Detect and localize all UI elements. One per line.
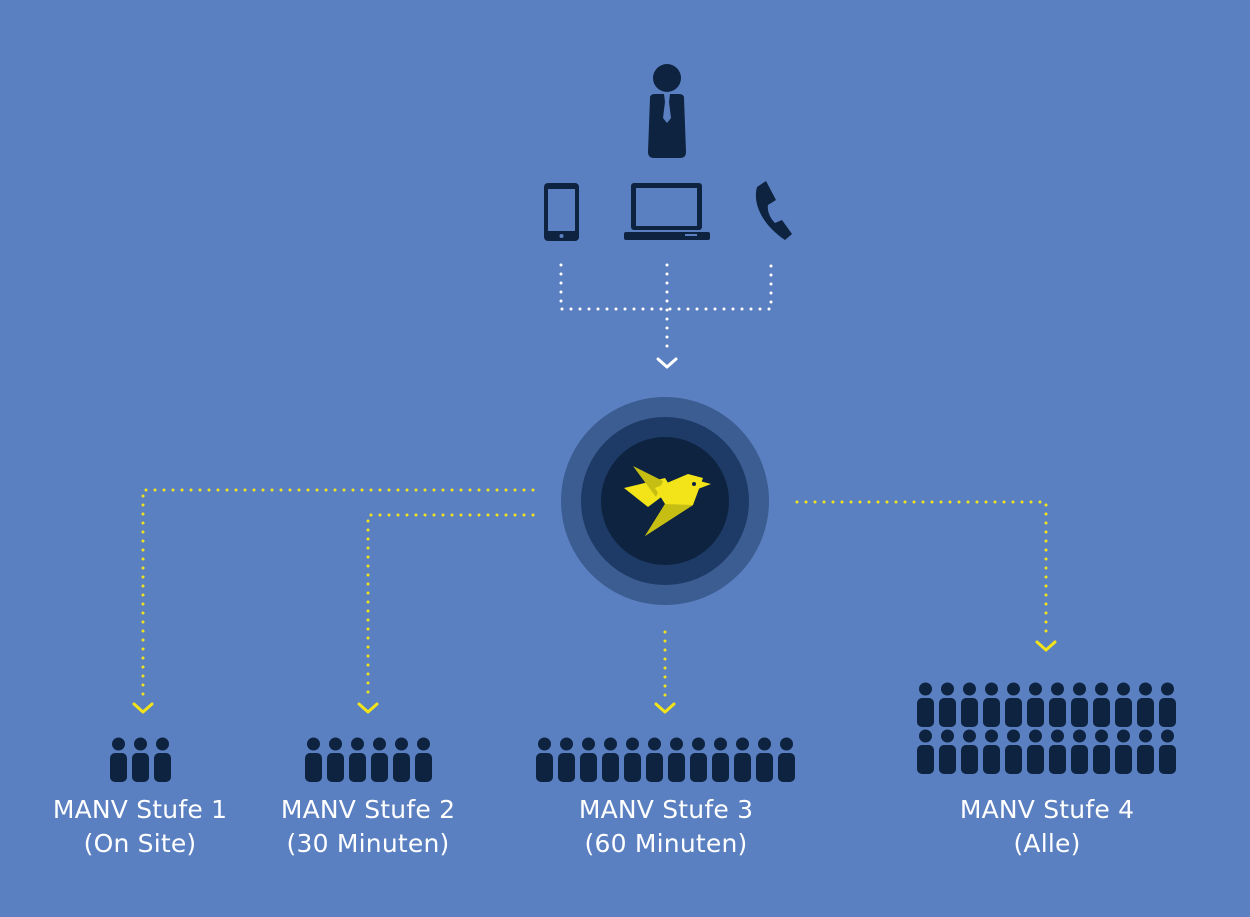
group-label-4: MANV Stufe 4 (Alle) (917, 793, 1177, 861)
person-figure (1049, 729, 1066, 774)
person-figure (132, 737, 149, 782)
input-connector (559, 263, 773, 354)
person-figure (778, 737, 795, 782)
output-connectors (141, 488, 1048, 700)
person-figure (939, 729, 956, 774)
person-figure (1093, 682, 1110, 727)
person-figure (1159, 682, 1176, 727)
person-figure (393, 737, 410, 782)
person-figure (1027, 729, 1044, 774)
person-figure (756, 737, 773, 782)
person-figure (712, 737, 729, 782)
person-figure (646, 737, 663, 782)
person-figure (305, 737, 322, 782)
group-label-3: MANV Stufe 3 (60 Minuten) (536, 793, 796, 861)
group-title: MANV Stufe 2 (280, 795, 456, 824)
output-arrowheads (132, 640, 1057, 714)
person-figure (734, 737, 751, 782)
group-label-2: MANV Stufe 2 (30 Minuten) (238, 793, 498, 861)
person-figure (1115, 682, 1132, 727)
group-title: MANV Stufe 1 (52, 795, 228, 824)
group-subtitle: (30 Minuten) (286, 829, 450, 858)
person-figure (1049, 682, 1066, 727)
people-group-icon (110, 737, 171, 782)
person-figure (1071, 729, 1088, 774)
person-figure (917, 682, 934, 727)
person-figure (1071, 682, 1088, 727)
person-figure (1005, 729, 1022, 774)
person-figure (415, 737, 432, 782)
input-arrowhead (656, 357, 678, 369)
person-figure (917, 729, 934, 774)
group-label-1: MANV Stufe 1 (On Site) (10, 793, 270, 861)
person-figure (154, 737, 171, 782)
person-figure (580, 737, 597, 782)
laptop-icon (624, 183, 710, 240)
person-figure (1027, 682, 1044, 727)
person-figure (939, 682, 956, 727)
person-figure (668, 737, 685, 782)
person-figure (602, 737, 619, 782)
person-figure (961, 682, 978, 727)
group-subtitle: (60 Minuten) (584, 829, 748, 858)
smartphone-icon (544, 183, 579, 241)
person-figure (110, 737, 127, 782)
phone-handset-icon (755, 181, 792, 240)
person-figure (1005, 682, 1022, 727)
person-figure (371, 737, 388, 782)
bird-logo-icon (624, 466, 711, 536)
person-figure (961, 729, 978, 774)
person-figure (536, 737, 553, 782)
person-icon (648, 64, 686, 158)
people-group-icon (305, 737, 432, 782)
group-subtitle: (On Site) (83, 829, 197, 858)
person-figure (1115, 729, 1132, 774)
person-figure (558, 737, 575, 782)
person-figure (1093, 729, 1110, 774)
person-figure (983, 682, 1000, 727)
group-title: MANV Stufe 3 (578, 795, 754, 824)
group-subtitle: (Alle) (1013, 829, 1081, 858)
people-group-icon (917, 682, 1176, 774)
person-figure (349, 737, 366, 782)
people-group-icon (536, 737, 795, 782)
person-figure (327, 737, 344, 782)
person-figure (1137, 682, 1154, 727)
group-title: MANV Stufe 4 (959, 795, 1135, 824)
person-figure (690, 737, 707, 782)
person-figure (983, 729, 1000, 774)
person-figure (1159, 729, 1176, 774)
person-figure (1137, 729, 1154, 774)
person-figure (624, 737, 641, 782)
